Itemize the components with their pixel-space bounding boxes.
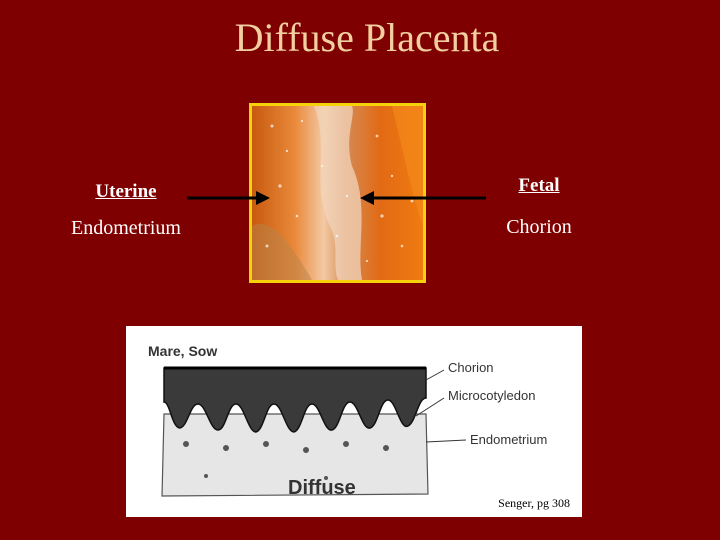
citation: Senger, pg 308 bbox=[498, 496, 570, 510]
fetal-label-group: Fetal Chorion bbox=[480, 175, 598, 239]
slide-title: Diffuse Placenta bbox=[234, 15, 500, 60]
right-arrow bbox=[360, 191, 486, 205]
fetal-subtitle: Chorion bbox=[506, 216, 572, 238]
placenta-photo bbox=[249, 103, 426, 283]
fetal-heading: Fetal bbox=[518, 175, 560, 196]
uterine-heading: Uterine bbox=[95, 181, 157, 202]
microcotyledon-label: Microcotyledon bbox=[448, 388, 535, 403]
endometrium-label: Endometrium bbox=[470, 432, 547, 447]
species-label: Mare, Sow bbox=[148, 343, 217, 359]
uterine-subtitle: Endometrium bbox=[71, 217, 181, 239]
diffuse-placenta-diagram: Mare, Sow Chorion Microcotyledon Endomet… bbox=[126, 326, 582, 517]
diagram-caption: Diffuse bbox=[288, 477, 356, 499]
left-arrow bbox=[187, 191, 270, 205]
chorion-label: Chorion bbox=[448, 360, 494, 375]
uterine-label-group: Uterine Endometrium bbox=[50, 181, 202, 240]
